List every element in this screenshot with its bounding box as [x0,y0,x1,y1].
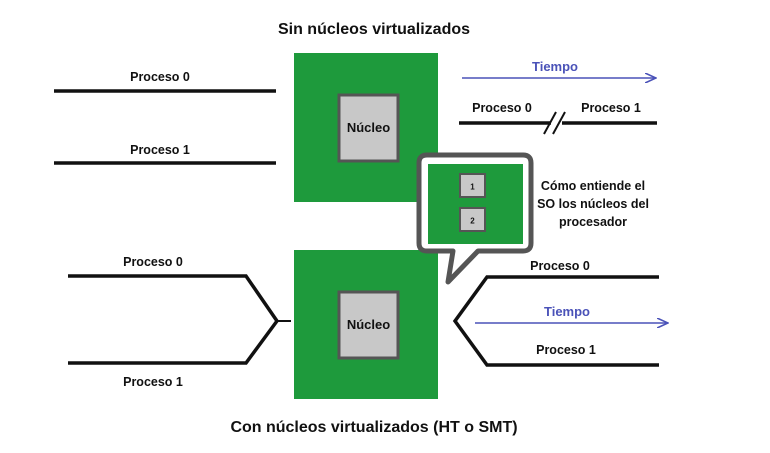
virtual-core-1-label: 1 [470,183,475,192]
bottom-right-process-lines [452,275,659,367]
virtual-core-2-label: 2 [470,217,475,226]
bubble-caption-line-3: procesador [559,215,627,229]
top-timeline-process-0-label: Proceso 0 [472,101,532,115]
bottom-right-process-0-label: Proceso 0 [530,259,590,273]
bubble-caption-line-1: Cómo entiende el [541,179,645,193]
bottom-left-process-1-label: Proceso 1 [123,375,183,389]
top-timeline-process-1-label: Proceso 1 [581,101,641,115]
top-core [337,93,400,163]
time-break-mark-2 [552,111,566,135]
bottom-core-label: Núcleo [347,317,390,332]
virtual-core-2 [459,207,486,232]
top-process-0-label: Proceso 0 [130,70,190,84]
bottom-title: Con núcleos virtualizados (HT o SMT) [230,419,517,436]
top-core-label: Núcleo [347,120,390,135]
bottom-left-process-1-line [68,319,279,365]
bubble-caption-line-2: SO los núcleos del [537,197,649,211]
top-process-1-label: Proceso 1 [130,143,190,157]
virtual-core-1 [459,173,486,198]
top-title: Sin núcleos virtualizados [278,21,470,38]
time-break-mark-1 [543,111,557,135]
bottom-left-process-0-line [68,274,279,322]
bottom-time-label: Tiempo [544,304,590,319]
bottom-core [337,290,400,360]
top-time-label: Tiempo [532,59,578,74]
bottom-left-process-0-label: Proceso 0 [123,255,183,269]
bottom-right-process-1-label: Proceso 1 [536,343,596,357]
